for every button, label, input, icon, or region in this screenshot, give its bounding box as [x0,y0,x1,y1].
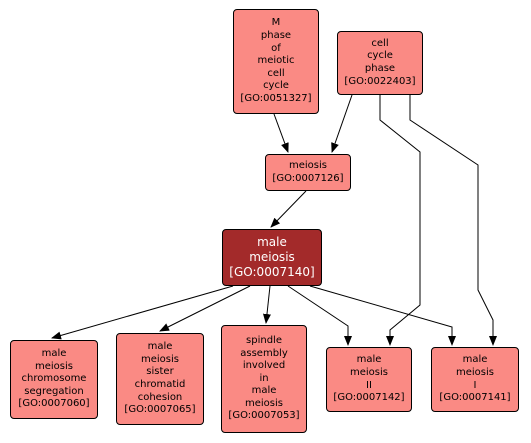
node-label-line: phase [364,63,396,74]
node-label-line: of [271,42,281,54]
node-label-line: [GO:0007060] [18,398,90,410]
node-label-line: involved [242,360,286,372]
node-label-line: male [147,341,173,353]
node-label-line: male [41,348,67,360]
node-label-line: I [473,379,477,391]
edge-n0007140-to-n0007053 [262,285,271,324]
node-label-line: male [462,354,488,366]
node-label: meiosis[GO:0007126] [272,160,343,185]
node-label-line: M [271,17,281,29]
node-label-line: [GO:0007141] [439,392,511,404]
node-label-line: meiosis [141,353,179,365]
node-label-line: meiosis [35,360,73,372]
node-label-line: meiotic [257,55,295,67]
node-label-line: II [366,379,372,391]
node-label-line: meiosis [456,366,494,378]
node-label-line: meiosis [350,366,388,378]
node-label-line: meiosis [245,397,283,409]
node-label-line: spindle [246,334,282,346]
edge-n0007126-to-n0007140 [270,190,307,228]
edge-n0007140-to-n0007065 [159,285,251,332]
edge-n0022403-to-n0007126 [331,94,353,153]
node-label-line: cohesion [137,391,183,403]
node-label-line: male [251,385,277,397]
node-label-line: male [356,354,382,366]
node-label-line: [GO:0007053] [228,410,300,422]
node-label-line: [GO:0007140] [229,265,315,279]
node-label-line: in [259,372,269,384]
node-label-line: [GO:0007065] [124,404,196,416]
edge-n0022403-to-n0007142 [379,95,421,346]
node-label-line: chromosome [21,373,87,385]
node-label-line: chromatid [134,379,186,390]
node-label-line: cycle [367,50,393,62]
node-label-line: sister [146,366,174,378]
node-label-line: segregation [24,385,84,397]
node-label-line: [GO:0007142] [333,392,405,404]
node-label-line: meiosis [249,250,295,264]
node-label-line: cycle [263,80,289,92]
node-label-line: [GO:0007126] [272,172,344,184]
edge-n0007140-to-n0007060 [51,285,234,340]
node-label-line: [GO:0022403] [344,75,416,87]
edge-n0022403-to-n0007141 [409,95,497,346]
node-label-line: cell [267,67,285,79]
node-label-line: phase [260,30,292,42]
node-label-line: male [257,235,287,249]
edge-n0007140-to-n0007141 [309,285,456,346]
node-label-line: assembly [240,347,288,359]
meiosis-node[interactable]: meiosis[GO:0007126] [265,154,351,191]
node-label-line: cell [371,37,389,49]
node-label-line: meiosis [289,159,327,171]
node-label-line: [GO:0051327] [240,92,312,104]
edge-n0007140-to-n0007142 [287,285,352,346]
edge-n0051327-to-n0007126 [273,113,289,153]
